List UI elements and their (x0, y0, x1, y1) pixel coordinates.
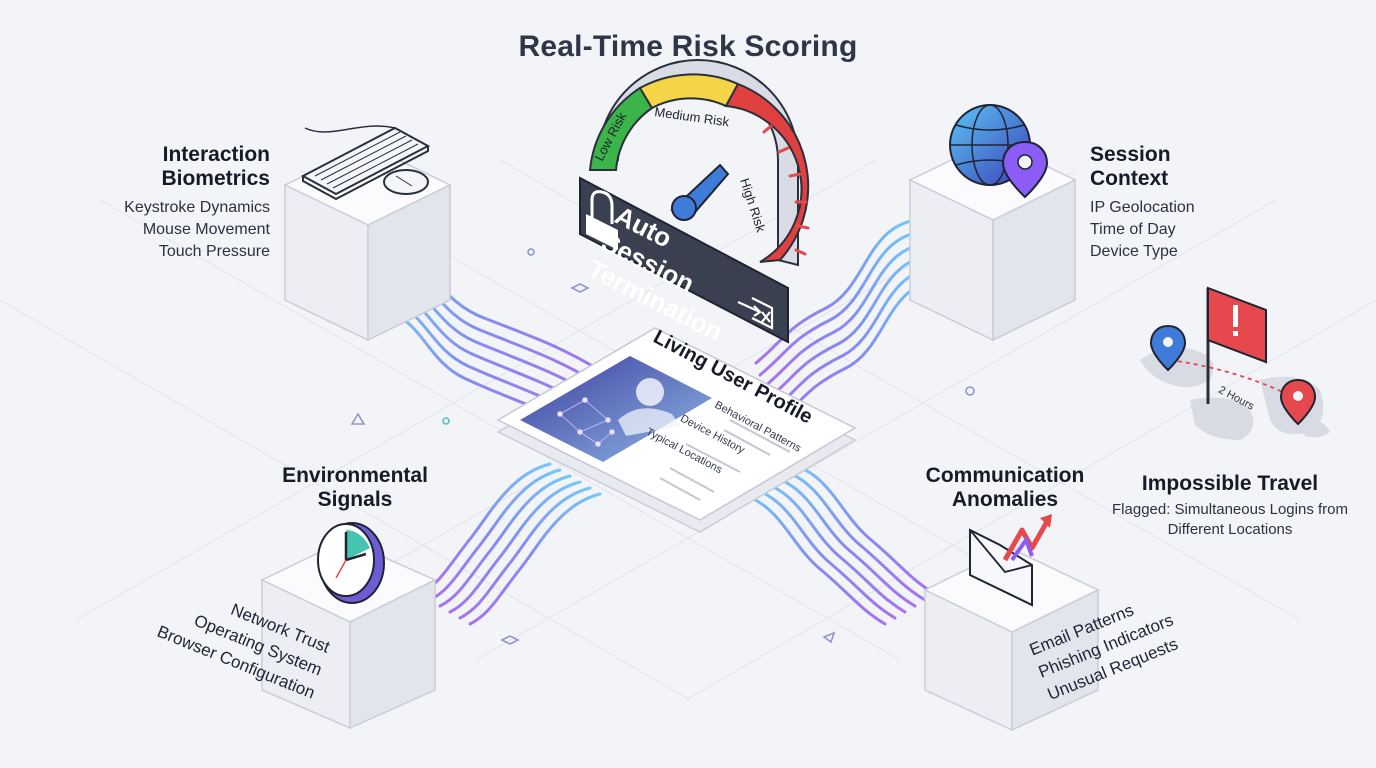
flow-ribbons (368, 218, 938, 626)
mouse-icon (383, 169, 429, 195)
impossible-travel-label: Impossible Travel Flagged: Simultaneous … (1100, 472, 1360, 540)
interaction-biometrics-label: Interaction Biometrics Keystroke Dynamic… (70, 143, 270, 263)
gauge-alert-ticks (762, 124, 810, 256)
interaction-biometrics-heading: Interaction Biometrics (161, 143, 270, 190)
list-item: Touch Pressure (158, 243, 270, 260)
impossible-travel-detail: Flagged: Simultaneous Logins from Differ… (1112, 501, 1348, 538)
session-context-list: IP Geolocation Time of Day Device Type (1090, 197, 1240, 263)
location-pin-icon (1001, 140, 1049, 199)
envelope-icon (969, 528, 1033, 607)
environmental-signals-heading: Environmental Signals (282, 464, 428, 511)
list-item: Keystroke Dynamics (124, 199, 270, 216)
list-item: Time of Day (1090, 221, 1176, 238)
risk-gauge (588, 59, 810, 267)
communication-anomalies-heading: Communication Anomalies (925, 464, 1085, 511)
termination-banner (579, 176, 789, 344)
list-item: IP Geolocation (1090, 199, 1195, 216)
trend-arrow-icon (1002, 514, 1052, 562)
interaction-biometrics-cube (283, 144, 452, 342)
living-profile-card (496, 327, 857, 533)
pin-red-icon (1279, 378, 1317, 426)
clock-icon (317, 522, 385, 604)
session-context-label: Session Context IP Geolocation Time of D… (1090, 143, 1240, 263)
exit-icon (737, 297, 774, 330)
decorative-markers (350, 248, 975, 645)
impossible-travel-heading: Impossible Travel (1141, 472, 1319, 495)
alert-flag-icon (1206, 286, 1267, 404)
list-item: Device Type (1090, 243, 1178, 260)
gauge-segment-high (724, 82, 810, 263)
lock-icon (586, 190, 618, 250)
list-item: Mouse Movement (142, 221, 270, 238)
keyboard-icon (300, 125, 431, 201)
interaction-biometrics-list: Keystroke Dynamics Mouse Movement Touch … (70, 197, 270, 263)
page-title: Real-Time Risk Scoring (518, 30, 858, 63)
pin-blue-icon (1149, 324, 1187, 372)
travel-path (1169, 359, 1296, 399)
session-context-heading: Session Context (1090, 143, 1171, 190)
